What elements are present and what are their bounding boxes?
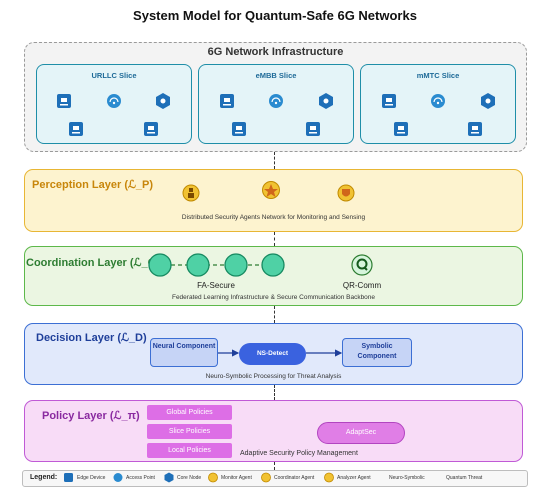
analyzer-agent-icon — [337, 184, 355, 202]
legend-item: Neuro-Symbolic — [389, 475, 425, 481]
slice-label: URLLC Slice — [91, 71, 137, 80]
legend-item: Coordinator Agent — [274, 475, 315, 481]
coordinator-agent-icon — [262, 181, 280, 199]
symbolic-component-box: Symbolic Component — [342, 338, 412, 367]
slice-policies-box: Slice Policies — [147, 424, 232, 439]
federated-node — [261, 253, 285, 277]
policy-layer — [24, 400, 523, 462]
infrastructure-title: 6G Network Infrastructure — [207, 46, 344, 58]
perception-layer — [24, 169, 523, 232]
coordination-description: Federated Learning Infrastructure & Secu… — [171, 294, 376, 301]
decision-description: Neuro-Symbolic Processing for Threat Ana… — [205, 373, 342, 380]
neural-component-box: Neural Component — [150, 338, 218, 367]
perception-layer-title: Perception Layer (ℒ_P) — [32, 179, 154, 191]
policy-layer-title: Policy Layer (ℒ_π) — [42, 410, 140, 422]
legend-item: Core Node — [177, 475, 202, 481]
legend-item: Edge Device — [77, 475, 106, 481]
edge-device-icon — [64, 473, 73, 482]
coordination-layer-title: Coordination Layer (ℒ_C) — [26, 257, 160, 269]
connector-line — [274, 462, 275, 470]
federated-node — [224, 253, 248, 277]
legend-title: Legend: — [30, 474, 58, 481]
connector-line — [274, 306, 275, 323]
coordinator-agent-icon — [261, 472, 271, 483]
connector-line — [274, 232, 275, 246]
local-policies-box: Local Policies — [147, 443, 232, 458]
perception-description: Distributed Security Agents Network for … — [181, 214, 366, 221]
legend-item: Quantum Threat — [446, 475, 483, 481]
monitor-agent-icon — [182, 184, 200, 202]
decision-layer-title: Decision Layer (ℒ_D) — [36, 332, 147, 344]
analyzer-agent-icon — [324, 472, 334, 483]
fa-secure-label: FA-Secure — [197, 281, 235, 290]
diagram-title: System Model for Quantum-Safe 6G Network… — [133, 8, 417, 23]
monitor-agent-icon — [208, 472, 218, 483]
adaptsec-node: AdaptSec — [317, 422, 405, 444]
connector-line — [274, 385, 275, 400]
core-node-icon — [164, 472, 174, 483]
legend-item: Analyzer Agent — [337, 475, 371, 481]
slice-label: mMTC Slice — [416, 71, 460, 80]
legend-box — [22, 470, 528, 487]
legend-item: Monitor Agent — [221, 475, 252, 481]
access-point-icon — [113, 473, 123, 482]
slice-label: eMBB Slice — [255, 71, 297, 80]
legend-item: Access Point — [126, 475, 155, 481]
qr-comm-label: QR-Comm — [342, 281, 382, 290]
ns-detect-node: NS-Detect — [239, 343, 306, 365]
global-policies-box: Global Policies — [147, 405, 232, 420]
qr-comm-icon — [351, 254, 373, 276]
policy-description: Adaptive Security Policy Management — [240, 450, 358, 457]
connector-line — [274, 152, 275, 169]
federated-node — [186, 253, 210, 277]
federated-node — [148, 253, 172, 277]
